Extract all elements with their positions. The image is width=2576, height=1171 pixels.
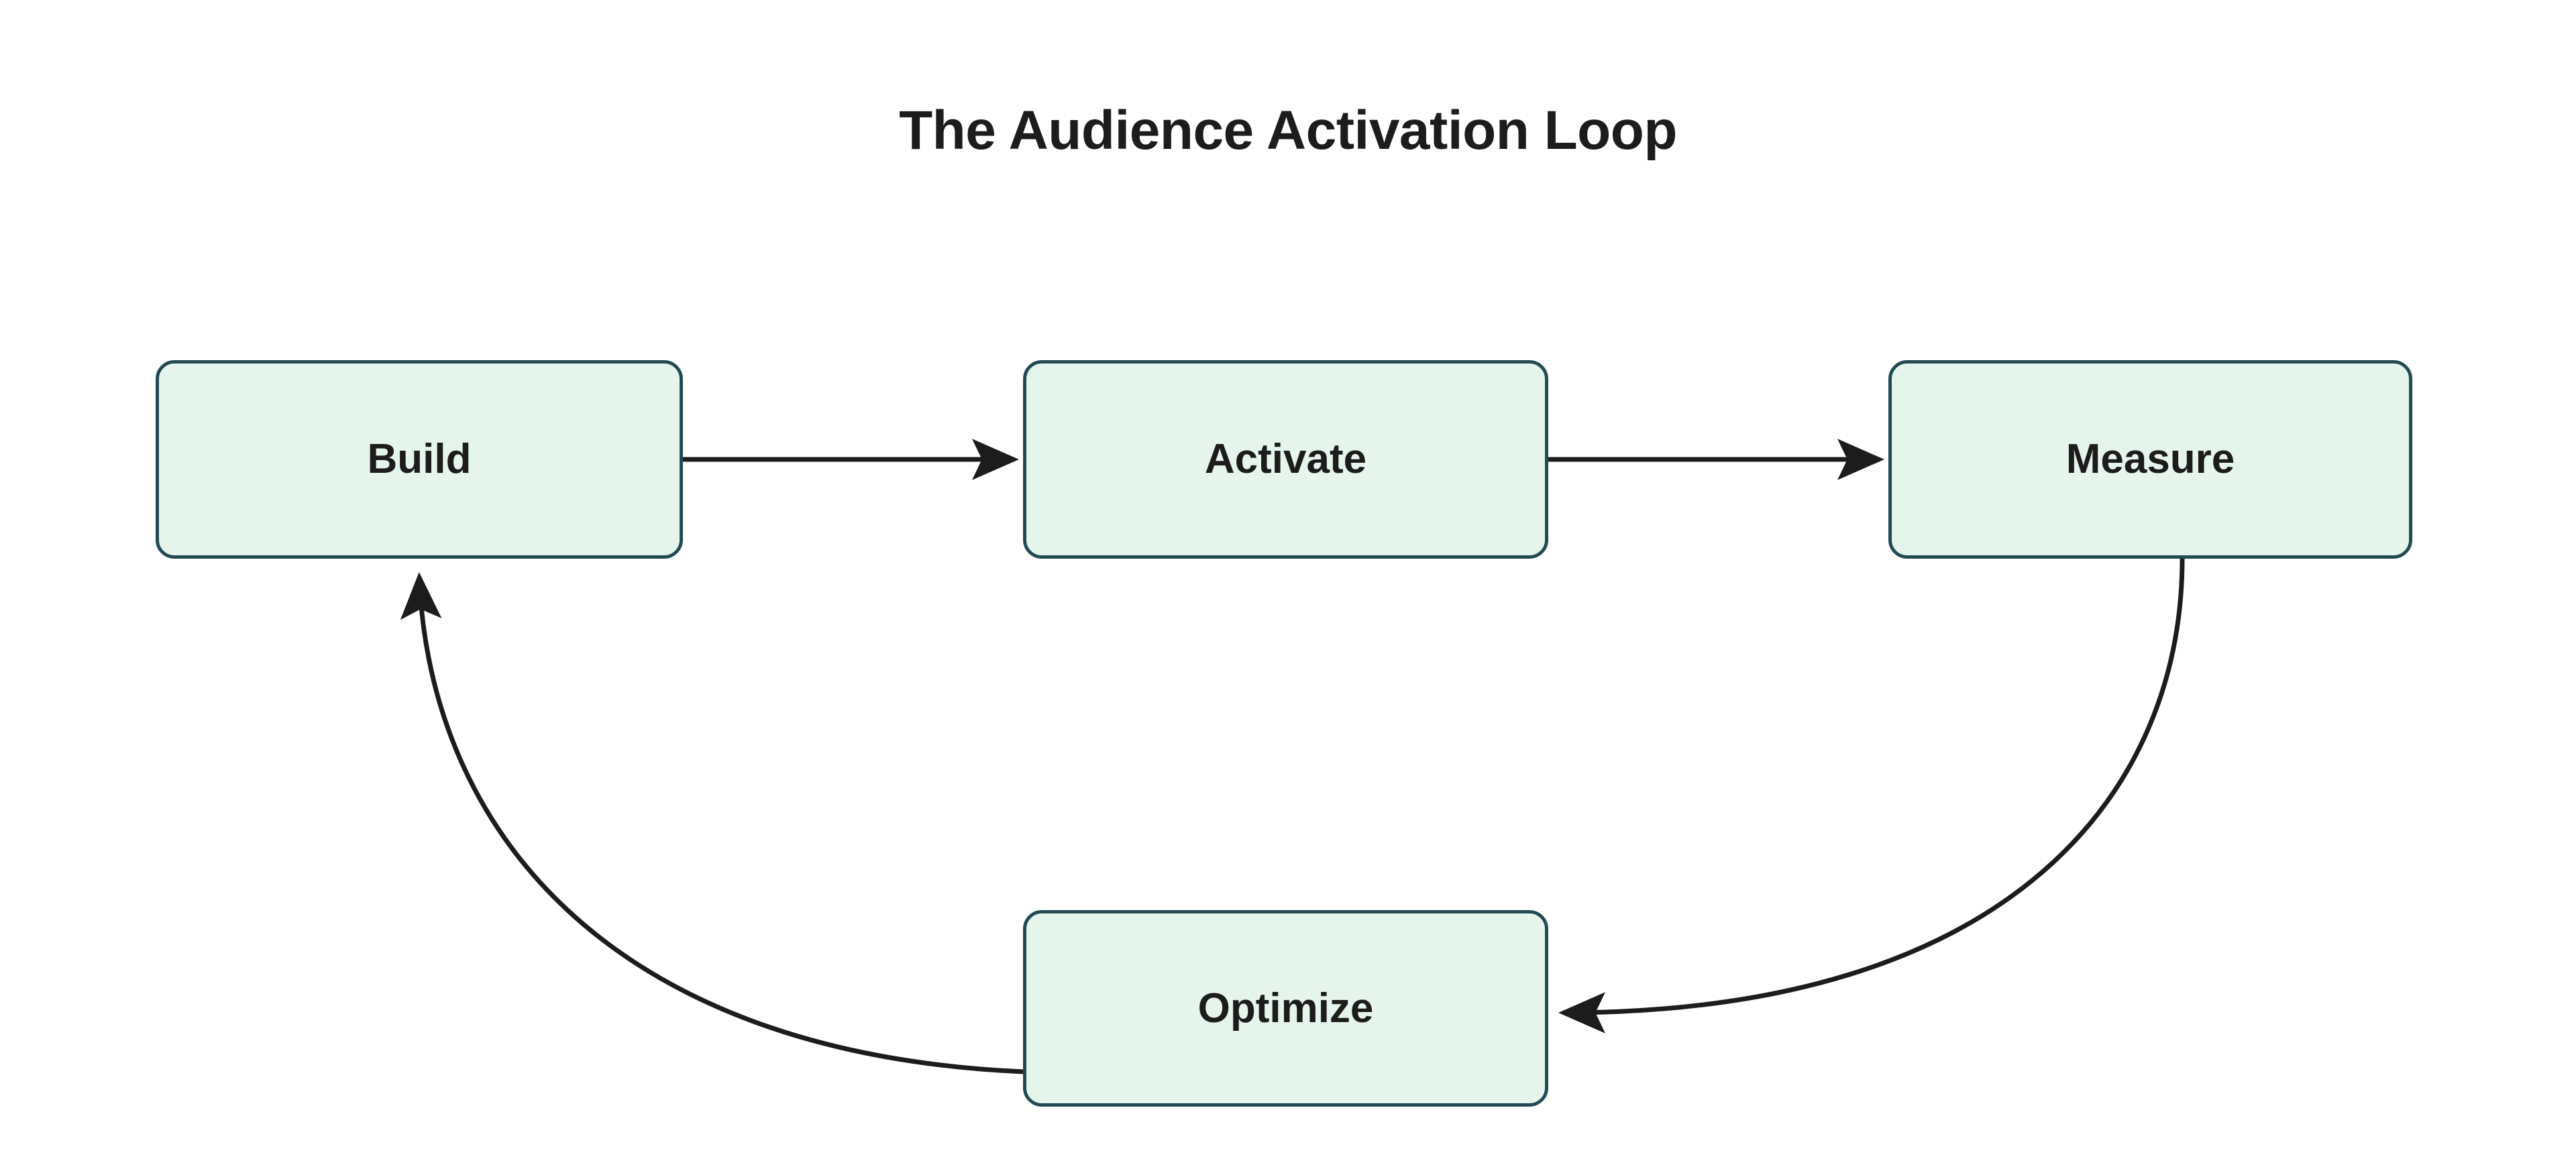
node-build[interactable]: Build [156, 360, 683, 559]
node-activate[interactable]: Activate [1023, 360, 1548, 559]
node-optimize[interactable]: Optimize [1023, 910, 1548, 1107]
node-measure-label: Measure [2065, 436, 2235, 482]
node-measure[interactable]: Measure [1888, 360, 2412, 559]
edge-optimize-to-build [400, 572, 1024, 1074]
node-build-label: Build [367, 436, 472, 482]
page-title: The Audience Activation Loop [899, 100, 1677, 161]
node-optimize-label: Optimize [1197, 985, 1374, 1031]
node-activate-label: Activate [1204, 436, 1367, 482]
edge-measure-to-optimize [1558, 558, 2185, 1034]
